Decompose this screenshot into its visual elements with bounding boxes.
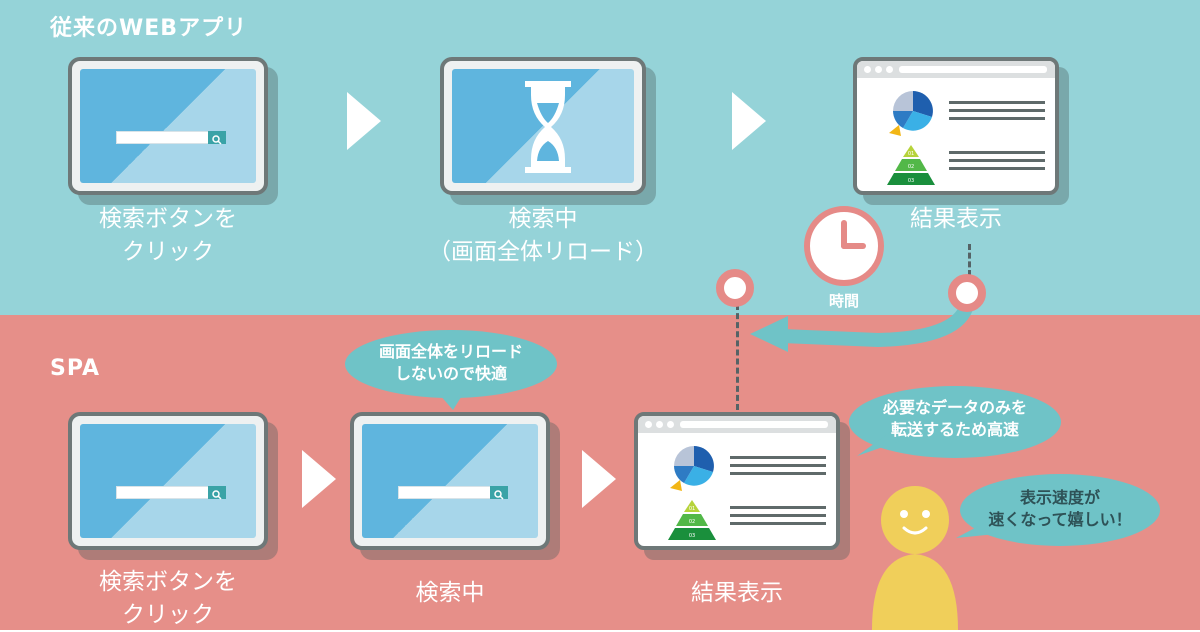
pyramid-label: 01: [689, 506, 695, 512]
window-dot: [875, 66, 882, 73]
spa-section-title: SPA: [50, 356, 100, 381]
pie-chart-icon: [670, 446, 714, 491]
pyramid-label: 03: [908, 178, 914, 184]
traditional-step1-label: 検索ボタンを クリック: [99, 206, 237, 265]
window-dot: [667, 421, 674, 428]
search-screen-monitor: [350, 412, 550, 550]
browser-toolbar: [638, 416, 836, 433]
browser-toolbar: [857, 61, 1055, 78]
timeline-connector: [968, 244, 971, 276]
search-input: [116, 486, 226, 500]
pyramid-label: 02: [908, 164, 914, 170]
search-button: [208, 131, 226, 145]
person-icon: [872, 486, 958, 630]
pyramid-chart-icon: 01 02 03: [887, 145, 935, 185]
hourglass-icon: [525, 81, 571, 173]
time-label: 時間: [828, 292, 859, 310]
reload-speech-bubble: [345, 330, 557, 410]
clock-icon: [804, 206, 884, 286]
search-icon: [212, 490, 222, 500]
spa-step3-label: 結果表示: [691, 580, 783, 606]
pie-chart-icon: [889, 91, 933, 136]
text-lines: [949, 101, 1045, 170]
window-dot: [886, 66, 893, 73]
pyramid-label: 01: [908, 151, 914, 157]
transfer-bubble-text: 必要なデータのみを 転送するため高速: [882, 398, 1027, 439]
monitor-screen: [80, 69, 256, 183]
text-lines: [730, 456, 826, 525]
window-dot: [864, 66, 871, 73]
reload-bubble-text: 画面全体をリロード しないので快適: [378, 342, 523, 383]
loading-screen-monitor: [440, 57, 646, 195]
window-dot: [645, 421, 652, 428]
timeline-marker: [716, 269, 754, 307]
spa-step1-label: 検索ボタンを クリック: [99, 569, 237, 628]
monitor-screen: [80, 424, 256, 538]
search-icon: [494, 490, 504, 500]
search-screen-monitor: [68, 412, 268, 550]
timeline-marker: [948, 274, 986, 312]
result-browser-window: 01 02 03: [634, 412, 840, 550]
pyramid-label: 03: [689, 533, 695, 539]
traditional-step2-label: 検索中 （画面全体リロード）: [428, 206, 658, 265]
search-input: [398, 486, 508, 500]
address-bar: [680, 421, 828, 428]
timeline-connector: [736, 304, 739, 410]
time-shortening-arrow: [750, 296, 975, 352]
arrow-right-icon: [302, 450, 336, 508]
traditional-section-title: 従来のWEBアプリ: [50, 16, 248, 41]
happy-speech-bubble: [956, 474, 1160, 546]
search-screen-monitor: [68, 57, 268, 195]
search-button: [490, 486, 508, 500]
pyramid-chart-icon: 01 02 03: [668, 500, 716, 540]
traditional-step3-label: 結果表示: [910, 206, 1002, 232]
spa-step2-label: 検索中: [415, 580, 485, 606]
result-browser-window: 01 02 03: [853, 57, 1059, 195]
address-bar: [899, 66, 1047, 73]
search-input: [116, 131, 226, 145]
arrow-right-icon: [347, 92, 381, 150]
transfer-speech-bubble: [849, 386, 1061, 458]
pyramid-label: 02: [689, 519, 695, 525]
monitor-screen: [362, 424, 538, 538]
search-icon: [212, 135, 222, 145]
monitor-screen: [452, 69, 634, 183]
arrow-right-icon: [582, 450, 616, 508]
arrow-right-icon: [732, 92, 766, 150]
window-dot: [656, 421, 663, 428]
search-button: [208, 486, 226, 500]
happy-bubble-text: 表示速度が 速くなって嬉しい！: [988, 488, 1132, 529]
